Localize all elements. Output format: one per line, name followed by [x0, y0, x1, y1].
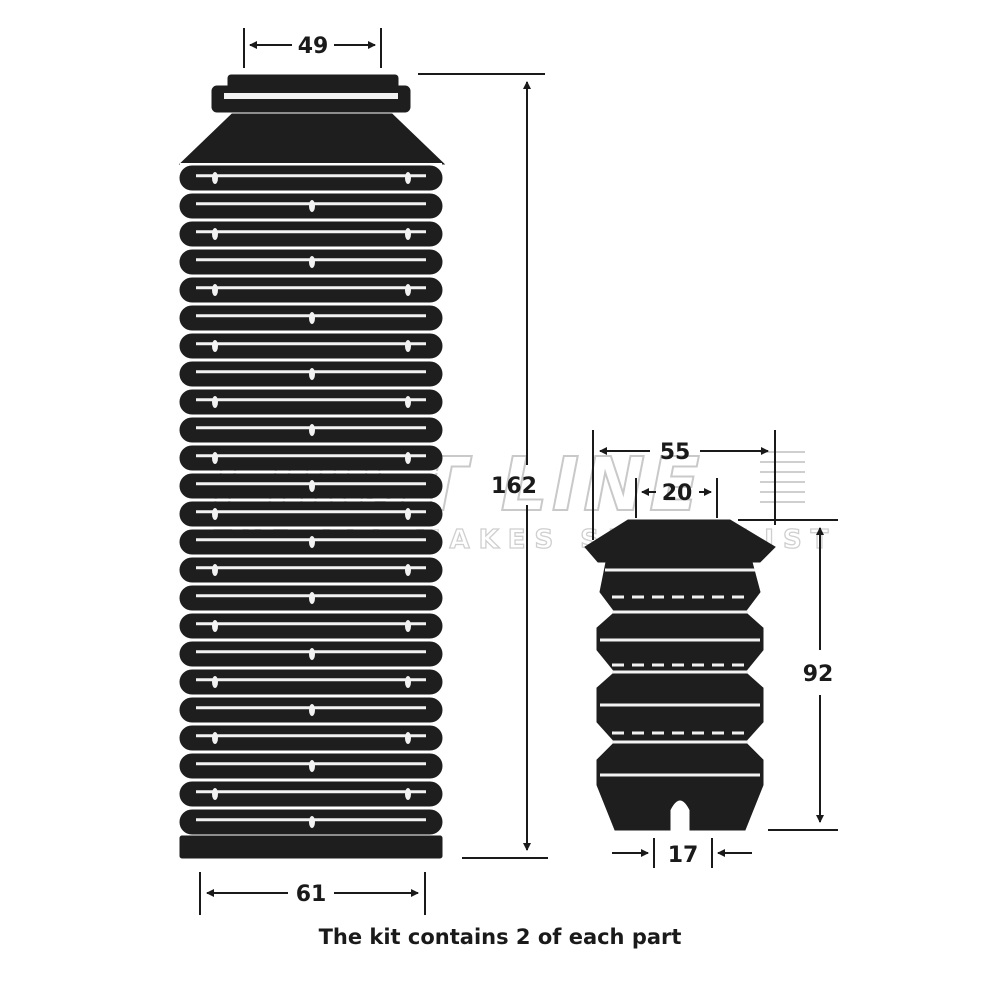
boot-vent-dot	[309, 704, 315, 716]
boot-vent-dot	[405, 508, 411, 520]
boot-rib	[179, 333, 443, 359]
boot-vent-dot	[309, 368, 315, 380]
boot-vent-dot	[309, 480, 315, 492]
boot-vent-dot	[212, 508, 218, 520]
boot-vent-dot	[212, 732, 218, 744]
dimension-lines	[199, 28, 838, 915]
boot-base	[179, 835, 443, 859]
boot-ribs	[179, 163, 443, 835]
boot-vent-dot	[405, 732, 411, 744]
boot-vent-dot	[309, 256, 315, 268]
boot-vent-dot	[212, 452, 218, 464]
dim-boot-bottom: 61	[296, 882, 327, 907]
boot-vent-dot	[212, 172, 218, 184]
bump-stop-cap	[584, 519, 776, 563]
boot-vent-dot	[405, 564, 411, 576]
boot-vent-dot	[212, 340, 218, 352]
boot-vent-dot	[212, 564, 218, 576]
boot-collar-highlight	[224, 93, 398, 99]
boot-vent-dot	[212, 676, 218, 688]
boot-vent-dot	[309, 760, 315, 772]
caption: The kit contains 2 of each part	[318, 925, 682, 949]
boot-vent-dot	[405, 396, 411, 408]
boot-rib	[179, 557, 443, 583]
boot-vent-dot	[405, 676, 411, 688]
boot-rib	[179, 165, 443, 191]
boot-rib	[179, 445, 443, 471]
bellows-boot	[178, 74, 446, 859]
boot-shoulder	[178, 113, 446, 165]
bump-stop-dashes	[612, 595, 748, 735]
boot-vent-dot	[309, 648, 315, 660]
boot-vent-dot	[309, 816, 315, 828]
dim-bumpstop-outer: 55	[660, 440, 691, 465]
dim-bumpstop-slot: 17	[668, 843, 699, 868]
boot-vent-dot	[405, 172, 411, 184]
boot-vent-dot	[405, 788, 411, 800]
dim-bumpstop-inner: 20	[662, 481, 693, 506]
boot-vent-dot	[405, 452, 411, 464]
boot-vent-dot	[405, 620, 411, 632]
bump-stop	[584, 519, 776, 831]
boot-rib	[179, 277, 443, 303]
bump-stop-body	[596, 561, 764, 831]
boot-vent-dot	[212, 396, 218, 408]
boot-vent-dot	[212, 284, 218, 296]
boot-vent-dot	[309, 592, 315, 604]
boot-rib	[179, 501, 443, 527]
boot-rib	[179, 669, 443, 695]
boot-rib	[179, 781, 443, 807]
boot-vent-dot	[212, 620, 218, 632]
boot-vent-dot	[405, 284, 411, 296]
dim-boot-length: 162	[491, 474, 537, 499]
boot-rib	[179, 389, 443, 415]
boot-vent-dot	[309, 312, 315, 324]
boot-vent-dot	[405, 228, 411, 240]
boot-vent-dot	[212, 228, 218, 240]
boot-vent-dot	[405, 340, 411, 352]
boot-vent-dot	[309, 200, 315, 212]
dim-bumpstop-height: 92	[803, 662, 834, 687]
boot-rib	[179, 725, 443, 751]
bump-stop-grooves	[600, 568, 760, 777]
dimension-labels: 49 162 61 55 20 92 17	[296, 34, 834, 907]
boot-vent-dot	[212, 788, 218, 800]
watermark-stripes	[760, 451, 805, 503]
boot-rib	[179, 613, 443, 639]
dim-boot-top: 49	[298, 34, 329, 59]
boot-rib	[179, 221, 443, 247]
boot-vent-dot	[309, 424, 315, 436]
boot-vent-dot	[309, 536, 315, 548]
